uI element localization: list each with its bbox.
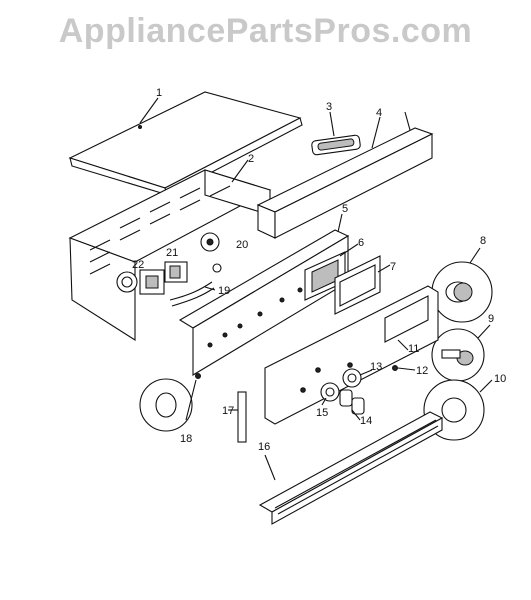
part-4-channel [256, 111, 434, 239]
label-17: 17 [222, 405, 234, 417]
part-18-knob [139, 373, 201, 432]
part-6-display-module [304, 243, 359, 301]
label-10: 10 [494, 373, 506, 385]
part-2-rear-housing [68, 159, 272, 342]
label-18: 18 [180, 433, 192, 445]
label-11: 11 [408, 343, 419, 355]
part-9-knob-shaft [431, 324, 491, 382]
part-13-bezel [342, 368, 373, 388]
label-5: 5 [342, 203, 348, 215]
part-15-bezel [320, 382, 340, 406]
part-12-screw [392, 365, 416, 371]
label-3: 3 [326, 101, 332, 113]
part-17-side-strip [228, 391, 247, 443]
part-21-relay [164, 261, 188, 283]
part-7-window-frame [334, 255, 391, 315]
watermark-logo-text: AppliancePartsPros.com [58, 12, 473, 50]
part-16-trim-rail [258, 411, 444, 525]
label-2: 2 [248, 153, 254, 165]
part-14-selector-knobs [339, 389, 365, 421]
label-7: 7 [390, 261, 396, 273]
label-13: 13 [370, 361, 382, 373]
label-14: 14 [360, 415, 372, 427]
part-8-knob [431, 247, 493, 323]
label-8: 8 [480, 235, 486, 247]
part-20-gear [200, 232, 222, 273]
part-19-wire-harness [169, 281, 216, 307]
label-21: 21 [166, 247, 178, 259]
label-9: 9 [488, 313, 494, 325]
label-19: 19 [218, 285, 230, 297]
label-4: 4 [376, 107, 382, 119]
part-11-front-overlay [264, 285, 439, 425]
label-22: 22 [132, 259, 144, 271]
part-3-bracket [311, 111, 361, 156]
label-16: 16 [258, 441, 270, 453]
part-number-labels: 1 2 3 4 5 6 7 8 9 10 11 12 13 14 15 16 1… [132, 87, 506, 453]
label-12: 12 [416, 365, 428, 377]
label-6: 6 [358, 237, 364, 249]
part-22-motor [116, 269, 165, 295]
label-1: 1 [156, 87, 162, 99]
label-15: 15 [316, 407, 328, 419]
label-20: 20 [236, 239, 248, 251]
